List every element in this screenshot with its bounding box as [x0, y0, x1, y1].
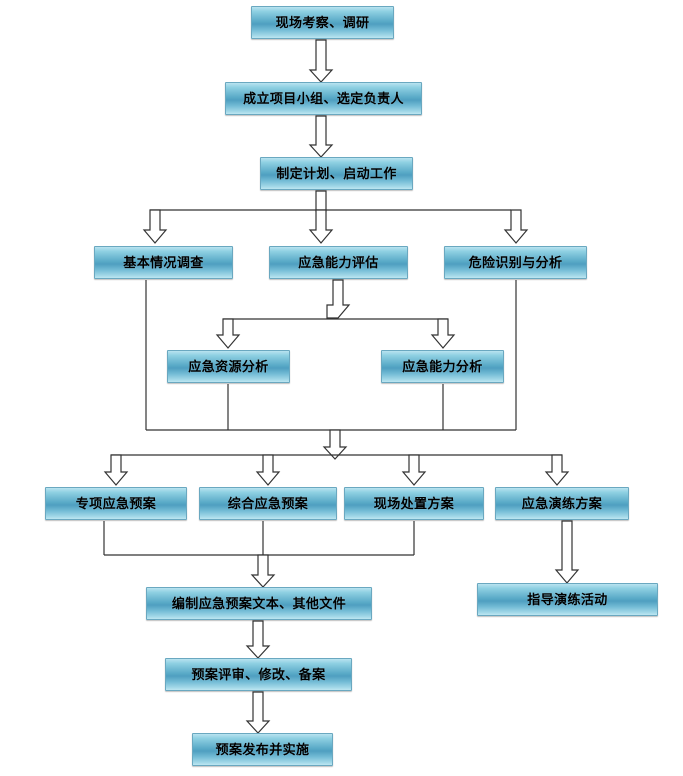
- node-label: 现场处置方案: [373, 496, 455, 511]
- split-n5-row4: [215, 279, 456, 349]
- node-label: 应急能力分析: [402, 359, 483, 374]
- node-hazard-identification-analysis[interactable]: 危险识别与分析: [444, 246, 587, 279]
- arrow-n2-n3: [308, 115, 334, 158]
- node-site-survey[interactable]: 现场考察、调研: [251, 6, 394, 39]
- node-label: 危险识别与分析: [468, 255, 563, 270]
- merge-row5-n13: [103, 521, 415, 560]
- node-emergency-capability-analysis[interactable]: 应急能力分析: [381, 350, 504, 383]
- node-label: 基本情况调查: [123, 255, 204, 270]
- node-onsite-disposal-plan[interactable]: 现场处置方案: [344, 487, 484, 520]
- node-emergency-resource-analysis[interactable]: 应急资源分析: [167, 350, 290, 383]
- node-label: 综合应急预案: [227, 496, 309, 511]
- node-plan-release-implement[interactable]: 预案发布并实施: [192, 733, 333, 766]
- node-emergency-capability-assessment[interactable]: 应急能力评估: [269, 246, 408, 279]
- node-plan-review-revise-file[interactable]: 预案评审、修改、备案: [165, 658, 352, 691]
- node-compile-plan-text-documents[interactable]: 编制应急预案文本、其他文件: [146, 587, 372, 620]
- node-label: 制定计划、启动工作: [276, 166, 397, 181]
- node-label: 编制应急预案文本、其他文件: [171, 596, 347, 611]
- node-label: 专项应急预案: [75, 496, 157, 511]
- arrow-n15-n16: [245, 691, 271, 734]
- node-comprehensive-emergency-plan[interactable]: 综合应急预案: [199, 487, 337, 520]
- node-guide-drill-activities[interactable]: 指导演练活动: [477, 583, 658, 616]
- split-n3-row3: [142, 190, 529, 244]
- node-label: 成立项目小组、选定负责人: [243, 91, 404, 106]
- node-label: 应急资源分析: [188, 359, 269, 374]
- node-basic-situation-survey[interactable]: 基本情况调查: [94, 246, 233, 279]
- arrow-n13-n15: [245, 620, 271, 659]
- node-make-plan-start-work[interactable]: 制定计划、启动工作: [260, 157, 413, 190]
- node-special-emergency-plan[interactable]: 专项应急预案: [45, 487, 187, 520]
- arrow-n1-n2: [308, 39, 334, 83]
- node-emergency-drill-plan[interactable]: 应急演练方案: [495, 487, 629, 520]
- node-label: 应急能力评估: [298, 255, 379, 270]
- node-establish-project-team[interactable]: 成立项目小组、选定负责人: [225, 82, 422, 115]
- node-label: 指导演练活动: [527, 592, 608, 607]
- node-label: 预案评审、修改、备案: [191, 667, 326, 682]
- node-label: 预案发布并实施: [215, 742, 310, 757]
- node-label: 现场考察、调研: [275, 15, 370, 30]
- split-bar-row5: [103, 429, 570, 486]
- arrow-merge-n13: [250, 554, 276, 588]
- node-label: 应急演练方案: [521, 496, 603, 511]
- arrow-n12-n14: [554, 520, 580, 584]
